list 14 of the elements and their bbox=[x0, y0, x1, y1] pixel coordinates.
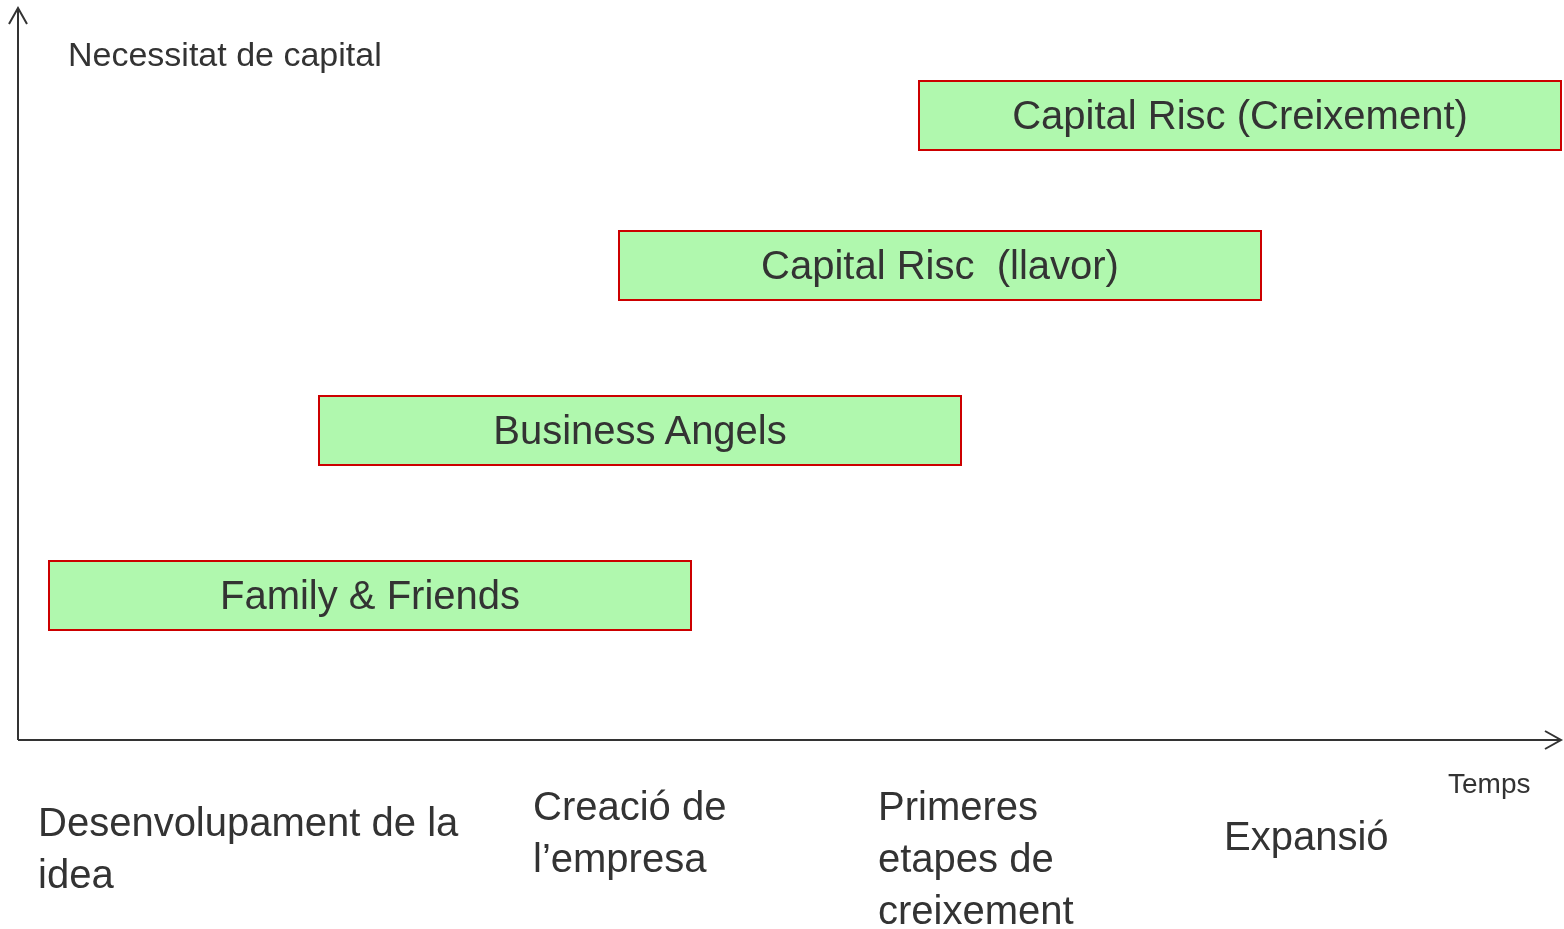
funding-source-label: Capital Risc (llavor) bbox=[761, 243, 1119, 288]
stage-label: Creació de l’empresa bbox=[533, 783, 728, 882]
funding-source-label: Family & Friends bbox=[219, 573, 521, 618]
stage-label: Desenvolupament de la idea bbox=[38, 799, 460, 898]
axis-title: Temps bbox=[1448, 767, 1531, 801]
funding-source-label: Business Angels bbox=[493, 408, 787, 453]
funding-bar bbox=[48, 560, 692, 631]
axis-title: Necessitat de capital bbox=[68, 34, 382, 75]
stage-label: Expansió bbox=[1224, 813, 1389, 860]
funding-bar bbox=[618, 230, 1262, 301]
funding-source-label: Capital Risc (Creixement) bbox=[1012, 93, 1468, 138]
stage-label: Primeres etapes de creixement bbox=[878, 783, 1075, 929]
funding-bar bbox=[918, 80, 1562, 151]
funding-bar bbox=[318, 395, 962, 466]
